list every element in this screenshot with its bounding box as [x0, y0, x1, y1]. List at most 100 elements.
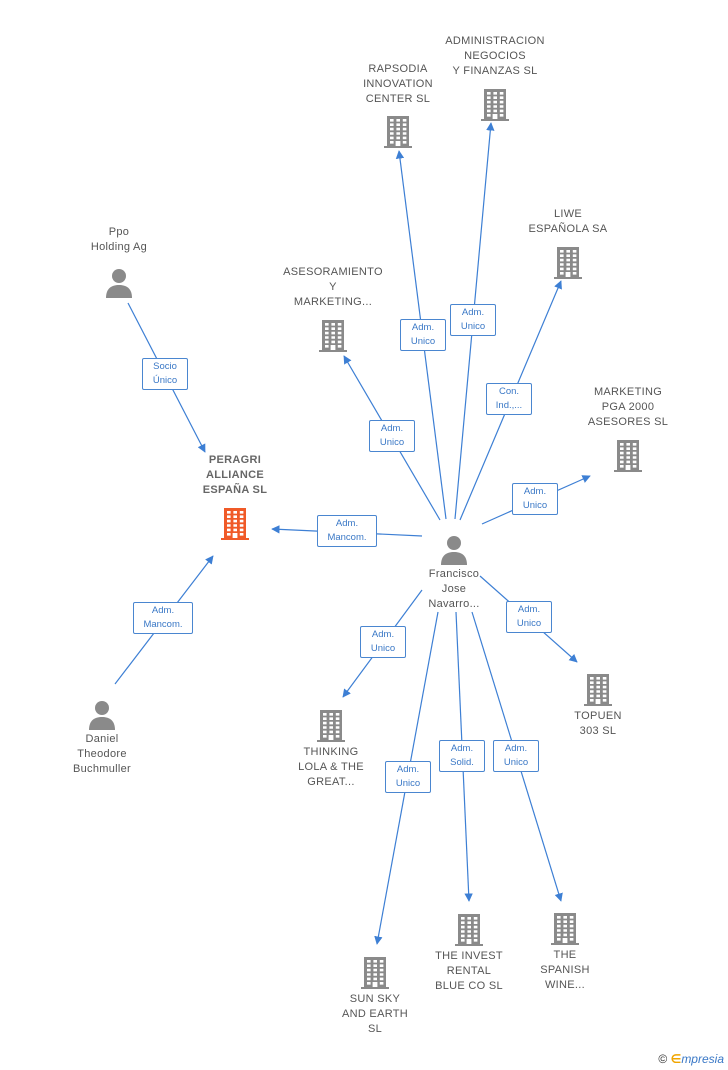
- node-label-line: AND EARTH: [341, 1008, 409, 1020]
- node-label-line: THINKING: [303, 746, 359, 758]
- relation-badge-line: Adm.: [523, 486, 547, 497]
- node-label-line: INNOVATION: [363, 78, 433, 90]
- relation-badge-line: Unico: [370, 643, 396, 654]
- node-label-line: Daniel: [85, 733, 119, 745]
- node-label-line: ASESORAMIENTO: [283, 266, 383, 278]
- person-icon[interactable]: [437, 531, 471, 567]
- relation-badge-line: Mancom.: [327, 532, 367, 543]
- node-label-line: Buchmuller: [72, 763, 132, 775]
- node-label-line: THE: [553, 949, 577, 961]
- relation-badge[interactable]: Adm.Unico: [512, 483, 558, 515]
- node-label-line: SPANISH: [540, 964, 590, 976]
- relation-badge-line: Adm.: [380, 423, 404, 434]
- node-label-thinking[interactable]: THINKING LOLA & THE GREAT...: [256, 745, 406, 790]
- relation-badge-line: Ind.,...: [495, 400, 523, 411]
- node-label-line: ALLIANCE: [205, 469, 264, 481]
- building-icon[interactable]: [381, 112, 415, 148]
- building-icon[interactable]: [611, 436, 645, 472]
- node-label-thespanish[interactable]: THE SPANISH WINE...: [490, 948, 640, 993]
- relation-badge-line: Adm.: [151, 605, 175, 616]
- node-label-line: LOLA & THE: [298, 761, 364, 773]
- node-label-line: BLUE CO SL: [435, 980, 503, 992]
- relation-badge[interactable]: Adm. Unico: [493, 740, 539, 772]
- node-label-line: MARKETING: [593, 386, 663, 398]
- building-icon[interactable]: [358, 953, 392, 989]
- relation-badge-line: Adm.: [504, 743, 528, 754]
- relation-badge[interactable]: Adm. Unico: [385, 761, 431, 793]
- node-label-line: PGA 2000: [601, 401, 655, 413]
- node-label-line: Francisco: [428, 568, 480, 580]
- relation-badge[interactable]: Adm.Unico: [360, 626, 406, 658]
- node-label-line: LIWE: [553, 208, 583, 220]
- node-label-line: SL: [367, 1023, 383, 1035]
- node-label-theinvest[interactable]: THE INVEST RENTAL BLUE CO SL: [394, 949, 544, 994]
- node-label-line: THE INVEST: [435, 950, 503, 962]
- relation-badge[interactable]: Adm. Solid.: [439, 740, 485, 772]
- node-label-line: Navarro...: [428, 598, 480, 610]
- node-label-line: ASESORES SL: [587, 416, 669, 428]
- building-icon[interactable]: [548, 909, 582, 945]
- relation-badge-line: Con.: [498, 386, 520, 397]
- relation-badge-line: Adm.: [450, 743, 474, 754]
- node-label-line: GREAT...: [307, 776, 355, 788]
- node-label-asesoramiento[interactable]: ASESORAMIENTO Y MARKETING...: [258, 265, 408, 310]
- copyright-symbol: ©: [658, 1052, 668, 1066]
- relation-badge[interactable]: Adm.Unico: [369, 420, 415, 452]
- building-icon[interactable]: [581, 670, 615, 706]
- node-label-line: SUN SKY: [349, 993, 401, 1005]
- relation-badge-line: Unico: [410, 336, 436, 347]
- building-icon[interactable]: [551, 243, 585, 279]
- node-label-topuen[interactable]: TOPUEN 303 SL: [523, 709, 673, 739]
- relation-badge[interactable]: Adm. Unico: [400, 319, 446, 351]
- relation-badge-line: Socio: [153, 361, 177, 372]
- relation-badge-line: Adm.: [396, 764, 420, 775]
- person-icon[interactable]: [102, 264, 136, 300]
- relation-badge[interactable]: Con. Ind.,...: [486, 383, 532, 415]
- person-icon[interactable]: [85, 696, 119, 732]
- node-label-line: CENTER SL: [365, 93, 431, 105]
- node-label-line: RENTAL: [446, 965, 492, 977]
- node-label-sunsky[interactable]: SUN SKY AND EARTH SL: [300, 992, 450, 1037]
- node-label-line: Y: [329, 281, 337, 293]
- relation-badge[interactable]: Adm. Unico: [506, 601, 552, 633]
- node-label-line: Y FINANZAS SL: [452, 65, 538, 77]
- node-label-line: ESPAÑOLA SA: [528, 223, 608, 235]
- relation-badge-line: Solid.: [450, 757, 474, 768]
- relation-badge-line: Adm.: [335, 518, 359, 529]
- relation-badge[interactable]: Adm. Mancom.: [317, 515, 377, 547]
- relation-badge-line: Adm.: [411, 322, 435, 333]
- node-label-line: MARKETING...: [293, 296, 373, 308]
- node-label-line: Jose: [441, 583, 467, 595]
- relation-badge-line: Adm.: [517, 604, 541, 615]
- node-label-line: 303 SL: [579, 725, 617, 737]
- node-label-line: Holding Ag: [90, 241, 148, 253]
- node-label-line: WINE...: [545, 979, 585, 991]
- building-icon-main[interactable]: [218, 504, 252, 540]
- node-label-line: PERAGRI: [208, 454, 262, 466]
- relation-badge[interactable]: Adm.Unico: [450, 304, 496, 336]
- node-label-line: Theodore: [77, 748, 127, 760]
- building-icon[interactable]: [314, 706, 348, 742]
- building-icon[interactable]: [452, 910, 486, 946]
- node-label-line: TOPUEN: [574, 710, 622, 722]
- building-icon[interactable]: [316, 316, 350, 352]
- relation-badge-line: Unico: [460, 321, 486, 332]
- node-label-line: ADMINISTRACION: [445, 35, 545, 47]
- relation-badge-line: Unico: [516, 618, 542, 629]
- building-icon[interactable]: [478, 85, 512, 121]
- relation-badge-line: Unico: [395, 778, 421, 789]
- relation-badge-line: Mancom.: [143, 619, 183, 630]
- node-label-liwe[interactable]: LIWE ESPAÑOLA SA: [493, 207, 643, 237]
- relation-badge[interactable]: Adm. Mancom.: [133, 602, 193, 634]
- node-label-line: Ppo: [108, 226, 130, 238]
- relation-badge-line: Unico: [503, 757, 529, 768]
